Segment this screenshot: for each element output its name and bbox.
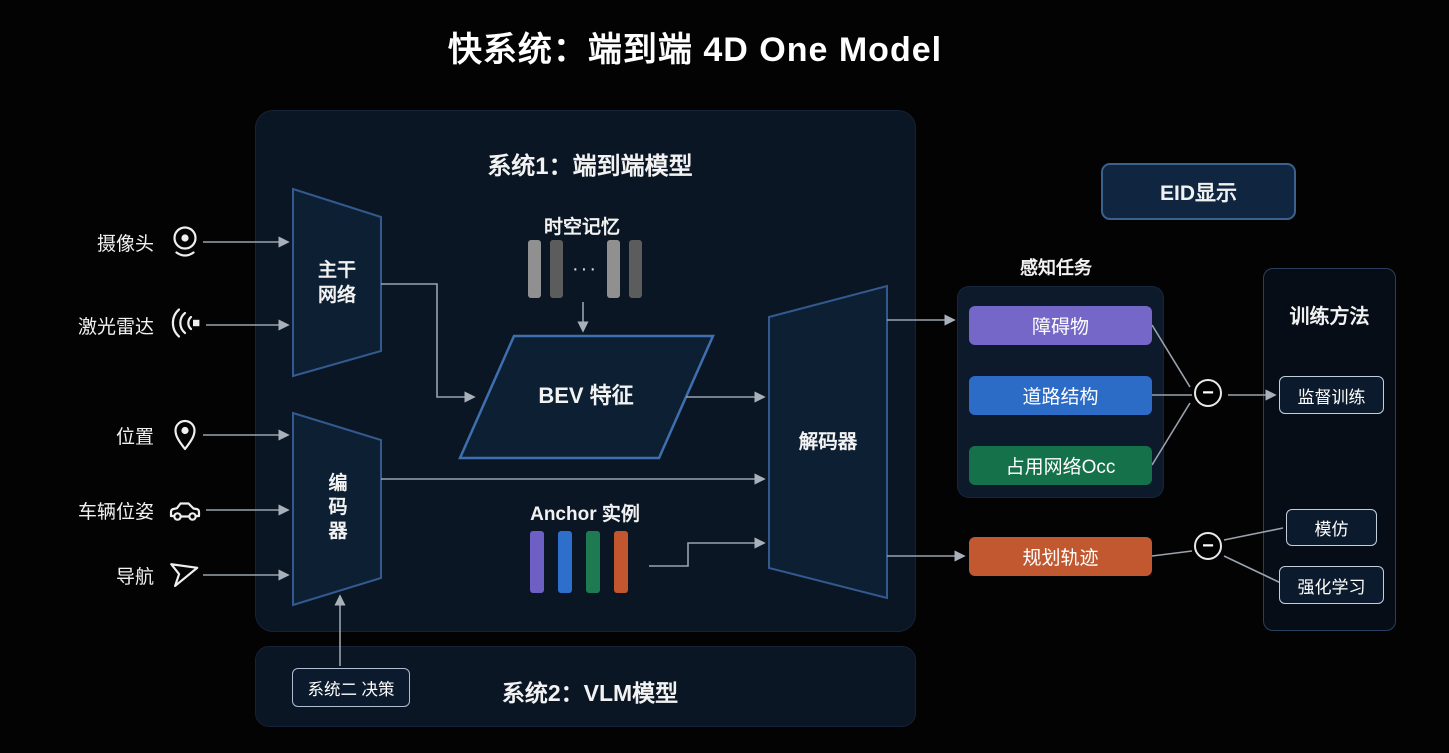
memory-bar [528,240,541,298]
navigation-icon [166,557,204,593]
decoder-shape [768,284,888,600]
input-row-position: 位置 [0,415,208,455]
page-title: 快系统：端到端 4D One Model [447,31,943,69]
anchor-bar [558,531,572,593]
memory-bars: ··· [528,240,642,298]
supervised-training-chip: 监督训练 [1279,376,1384,414]
input-label: 位置 [115,426,154,448]
anchor-bar [530,531,544,593]
lidar-icon [166,307,204,343]
memory-bar [606,240,620,298]
input-row-vehicle-pose: 车辆位姿 [0,490,208,530]
connector-lines [203,236,1284,666]
eid-display-badge: EID显示 [1101,163,1296,220]
minus-glyph: − [1202,535,1214,557]
location-pin-icon [166,417,204,453]
anchor-bar [614,531,628,593]
anchor-bars [530,531,628,593]
training-title: 训练方法 [1289,306,1370,328]
system2-title: 系统2：VLM模型 [501,680,679,706]
input-label: 导航 [115,566,154,588]
planning-trajectory-chip: 规划轨迹 [969,537,1152,576]
backbone-shape [292,187,382,378]
reinforcement-learning-chip: 强化学习 [1279,566,1384,604]
minus-glyph: − [1202,382,1214,404]
task-road-structure: 道路结构 [969,376,1152,415]
task-occupancy: 占用网络Occ [969,446,1152,485]
input-label: 车辆位姿 [77,501,154,523]
anchor-bar [586,531,600,593]
memory-bar [628,240,642,298]
encoder-shape [292,411,382,607]
bev-label: BEV 特征 [538,383,634,408]
memory-bar [550,240,563,298]
system2-decision-chip: 系统二 决策 [292,668,410,707]
bev-shape [458,334,715,460]
anchor-label: Anchor 实例 [530,504,640,525]
minus-icon: − [1194,532,1222,560]
encoder-label: 编码器 [328,473,348,542]
input-row-navigation: 导航 [0,555,208,595]
car-icon [166,492,204,528]
perception-group-label: 感知任务 [1020,258,1092,278]
memory-ellipsis: ··· [572,258,598,280]
decoder-label: 解码器 [798,431,858,453]
backbone-label: 主干网络 [317,260,356,306]
camera-icon [166,224,204,260]
input-row-lidar: 激光雷达 [0,305,208,345]
minus-icon: − [1194,379,1222,407]
input-row-camera: 摄像头 [0,222,208,262]
input-label: 摄像头 [96,233,154,255]
imitation-chip: 模仿 [1286,509,1377,546]
input-label: 激光雷达 [77,316,154,338]
memory-label: 时空记忆 [543,217,620,238]
system1-title: 系统1：端到端模型 [487,153,693,180]
task-obstacle: 障碍物 [969,306,1152,345]
